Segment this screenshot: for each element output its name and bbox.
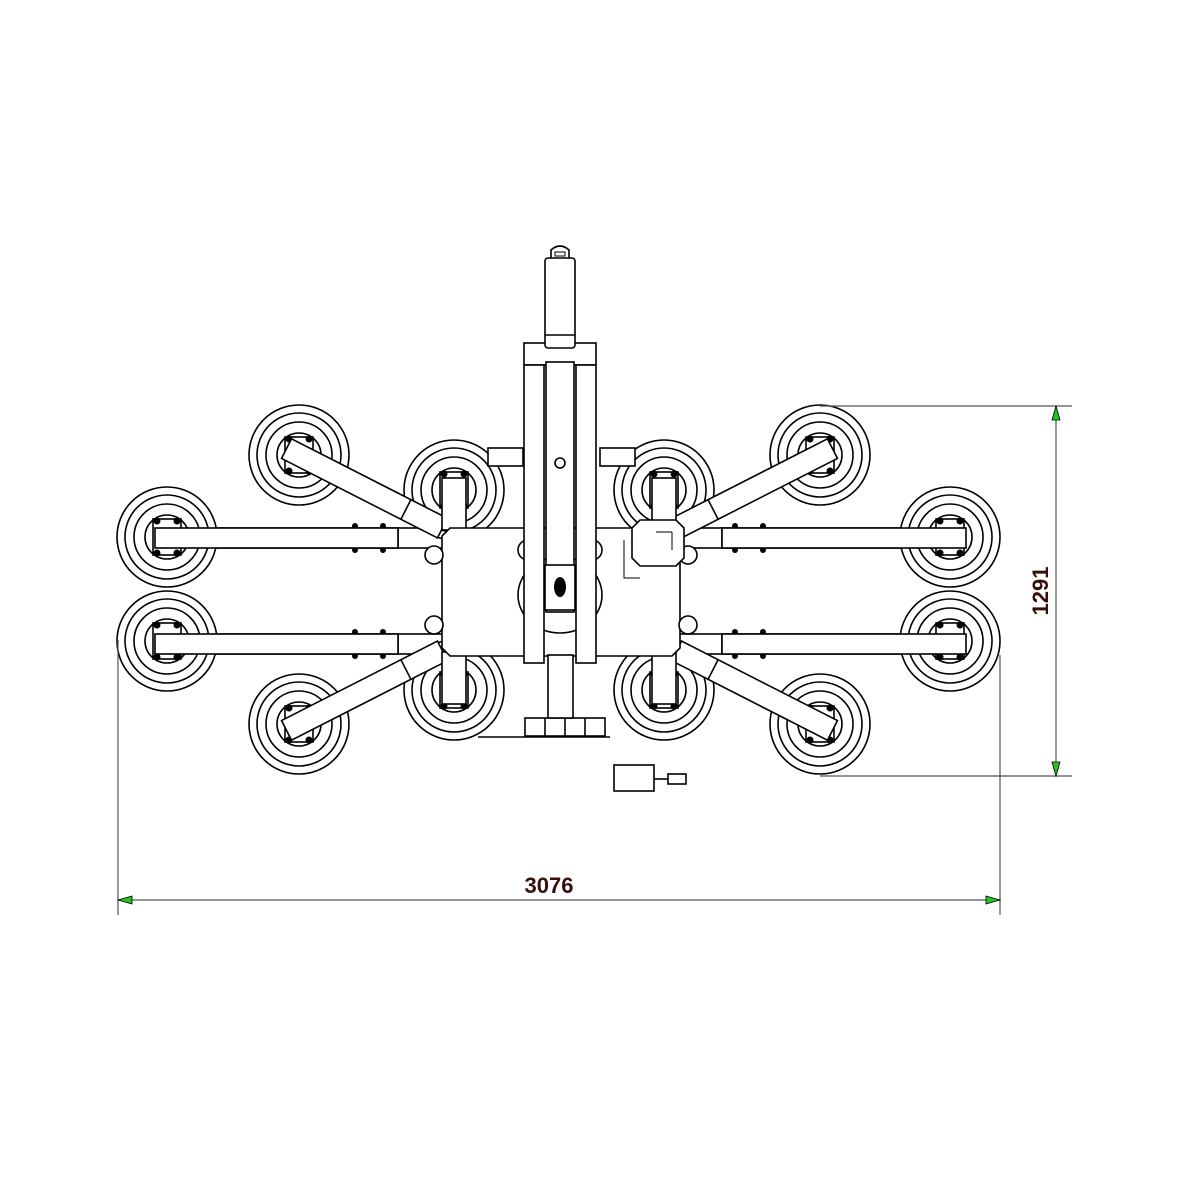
lifting-cylinder xyxy=(544,245,576,349)
height-dimension: 1291 xyxy=(820,404,1072,778)
horizontal-arm-overlays xyxy=(154,527,967,655)
diagonal-arms xyxy=(280,437,839,742)
top-hose-connectors xyxy=(487,447,636,467)
remote-unit xyxy=(613,764,687,792)
mast xyxy=(523,342,597,664)
width-dimension-value: 3076 xyxy=(525,873,574,898)
bottom-hose-connectors xyxy=(478,654,610,738)
height-dimension-value: 1291 xyxy=(1028,567,1053,616)
control-box xyxy=(623,519,685,579)
inner-arm-stubs xyxy=(441,477,677,705)
width-dimension: 3076 xyxy=(116,640,1002,915)
